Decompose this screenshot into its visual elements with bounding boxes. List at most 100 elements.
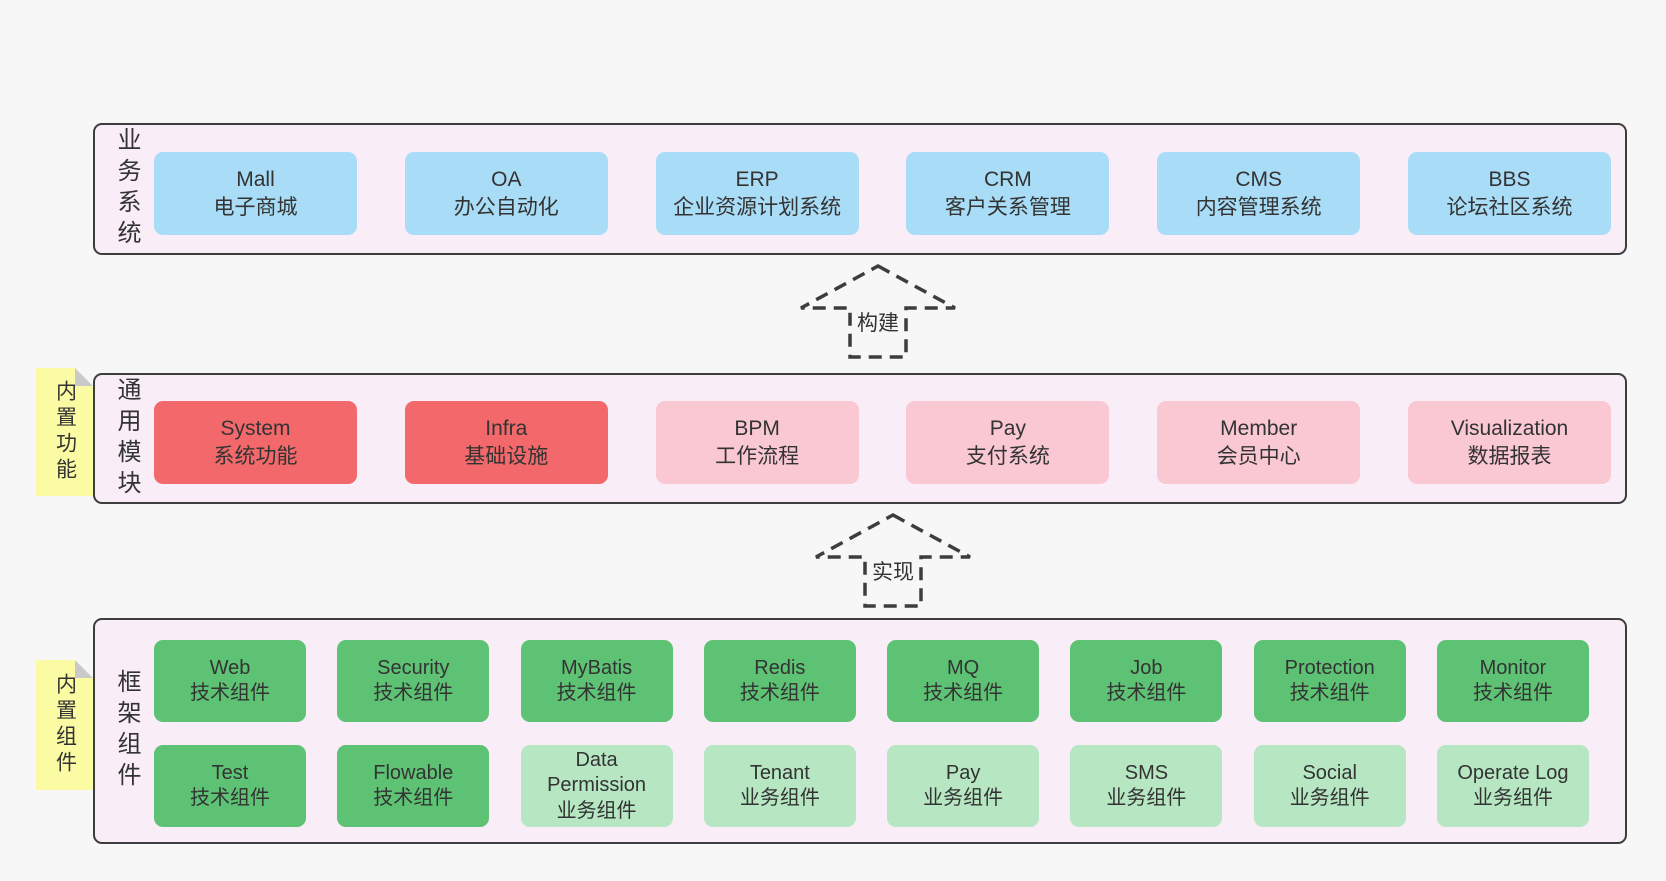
box-subtitle: 企业资源计划系统 [673, 195, 842, 219]
box-sms: SMS 业务组件 [1070, 745, 1223, 827]
box-subtitle: 业务组件 [556, 799, 637, 822]
up-arrow-icon [815, 513, 971, 608]
box-mall: Mall 电子商城 [154, 152, 357, 235]
box-redis: Redis 技术组件 [703, 640, 856, 722]
box-title: System [220, 417, 291, 441]
box-subtitle: 业务组件 [923, 787, 1004, 809]
box-web: Web 技术组件 [154, 640, 306, 722]
box-title: OA [491, 168, 522, 192]
box-title: Security [377, 656, 450, 679]
box-title: MyBatis [561, 656, 633, 679]
box-title: Test [211, 761, 249, 784]
box-subtitle: 技术组件 [923, 682, 1004, 704]
sticky-note-builtin-components: 内置组件 [36, 660, 93, 790]
sticky-note-text: 内置功能 [53, 380, 77, 484]
box-title: Mall [236, 168, 275, 192]
box-title: Tenant [749, 761, 810, 784]
box-title: CRM [983, 168, 1032, 192]
box-title: BPM [734, 417, 780, 441]
box-pay: Pay 支付系统 [906, 401, 1110, 484]
box-bpm: BPM 工作流程 [655, 401, 859, 484]
box-mq: MQ 技术组件 [887, 640, 1040, 722]
box-tenant: Tenant 业务组件 [703, 745, 856, 827]
box-title: SMS [1124, 761, 1169, 784]
box-title: Flowable [373, 761, 454, 784]
box-title: Web [209, 656, 251, 679]
box-crm: CRM 客户关系管理 [906, 152, 1110, 235]
box-cms: CMS 内容管理系统 [1157, 152, 1361, 235]
box-social: Social 业务组件 [1253, 745, 1406, 827]
arrow-label-build: 构建 [854, 307, 902, 337]
layer-label-modules: 通用模块 [113, 376, 140, 501]
box-title: Member [1220, 417, 1298, 441]
box-job: Job 技术组件 [1070, 640, 1223, 722]
arrow-implement: 实现 [813, 512, 973, 609]
box-subtitle: 论坛社区系统 [1446, 195, 1573, 219]
box-subtitle: 技术组件 [1472, 682, 1553, 704]
box-subtitle: 技术组件 [373, 787, 454, 809]
box-subtitle: 内容管理系统 [1195, 195, 1322, 219]
box-subtitle: 业务组件 [1289, 787, 1370, 809]
box-subtitle: 办公自动化 [453, 195, 559, 219]
box-title: Job [1130, 656, 1163, 679]
box-title: Protection [1284, 656, 1375, 679]
box-subtitle: 数据报表 [1467, 444, 1552, 468]
box-subtitle: 工作流程 [715, 444, 800, 468]
box-protection: Protection 技术组件 [1253, 640, 1406, 722]
arrow-label-implement: 实现 [869, 556, 917, 586]
box-subtitle: 系统功能 [213, 444, 298, 468]
box-title: Redis [754, 656, 806, 679]
box-title: Infra [485, 417, 528, 441]
box-title: Pay [945, 761, 981, 784]
box-title: Pay [989, 417, 1026, 441]
box-flowable: Flowable 技术组件 [337, 745, 490, 827]
box-subtitle: 技术组件 [1106, 682, 1187, 704]
box-member: Member 会员中心 [1157, 401, 1361, 484]
box-subtitle: 技术组件 [739, 682, 820, 704]
up-arrow-icon [800, 264, 956, 359]
box-subtitle: 业务组件 [739, 787, 820, 809]
box-title: Data Permission [547, 749, 647, 797]
box-security: Security 技术组件 [337, 640, 490, 722]
box-subtitle: 技术组件 [556, 682, 637, 704]
layer-label-components: 框架组件 [113, 669, 140, 793]
box-mybatis: MyBatis 技术组件 [520, 640, 673, 722]
sticky-note-text: 内置组件 [53, 673, 77, 777]
box-subtitle: 会员中心 [1216, 444, 1301, 468]
box-title: MQ [947, 656, 980, 679]
box-title: Operate Log [1457, 761, 1569, 784]
box-title: CMS [1235, 168, 1283, 192]
box-subtitle: 技术组件 [373, 682, 454, 704]
box-subtitle: 业务组件 [1472, 787, 1553, 809]
box-oa: OA 办公自动化 [404, 152, 608, 235]
box-system: System 系统功能 [154, 401, 357, 484]
box-title: Social [1302, 761, 1357, 784]
layer-label-business: 业务系统 [113, 127, 140, 251]
box-subtitle: 客户关系管理 [944, 195, 1071, 219]
box-pay: Pay 业务组件 [887, 745, 1040, 827]
box-subtitle: 技术组件 [190, 682, 270, 704]
arrow-build: 构建 [798, 263, 958, 360]
box-subtitle: 业务组件 [1106, 787, 1187, 809]
box-subtitle: 电子商城 [213, 195, 298, 219]
box-subtitle: 支付系统 [965, 444, 1050, 468]
note-fold-corner-icon [75, 368, 93, 386]
sticky-note-builtin-features: 内置功能 [36, 368, 93, 496]
box-operate-log: Operate Log 业务组件 [1436, 745, 1589, 827]
box-subtitle: 技术组件 [1289, 682, 1370, 704]
